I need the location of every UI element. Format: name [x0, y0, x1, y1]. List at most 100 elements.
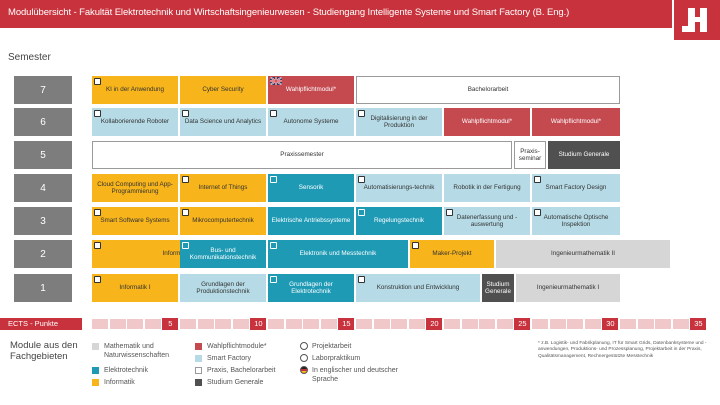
ects-mark: 5 — [162, 318, 179, 330]
semester-5: 5 — [14, 141, 72, 169]
ects-cell — [127, 319, 144, 329]
ects-cell — [144, 319, 161, 329]
project-work-icon — [94, 276, 101, 283]
module-elektrische-antriebssysteme[interactable]: Elektrische Antriebssysteme — [268, 207, 354, 235]
semester-1: 1 — [14, 274, 72, 302]
legend-sprache: In englischer und deutscher Sprache — [312, 367, 398, 384]
ects-cell — [496, 319, 513, 329]
module-praxisseminar[interactable]: Praxis-seminar — [514, 141, 546, 169]
project-work-icon — [412, 242, 419, 249]
ects-cell — [92, 319, 108, 329]
project-work-icon — [182, 176, 189, 183]
legend-swatch-wahlpflicht — [195, 343, 202, 350]
ects-cell — [567, 319, 584, 329]
ects-cell — [268, 319, 284, 329]
ects-cell — [584, 319, 601, 329]
ects-cell — [391, 319, 408, 329]
project-work-icon — [182, 209, 189, 216]
ects-mark: 15 — [338, 318, 355, 330]
legend-elektrotechnik: Elektrotechnik — [104, 367, 148, 374]
module-optische-inspektion[interactable]: Automatische Optische Inspektion — [532, 207, 620, 235]
ects-cell — [180, 319, 196, 329]
ects-cell — [320, 319, 337, 329]
legend-swatch-smart-factory — [195, 355, 202, 362]
module-studium-generale[interactable]: Studium Generale — [482, 274, 514, 302]
project-work-icon — [270, 242, 277, 249]
ects-cell — [285, 319, 302, 329]
legend-swatch-elektrotechnik — [92, 367, 99, 374]
project-work-icon — [182, 110, 189, 117]
module-ki-in-der-anwendung[interactable]: KI in der Anwendung — [92, 76, 178, 104]
semester-6: 6 — [14, 108, 72, 136]
module-smart-software-systems[interactable]: Smart Software Systems — [92, 207, 178, 235]
module-grundlagen-elektrotechnik[interactable]: Grundlagen der Elektrotechnik — [268, 274, 354, 302]
project-work-icon — [94, 110, 101, 117]
german-flag-icon — [300, 366, 308, 374]
module-wahlpflichtmodul[interactable]: Wahlpflichtmodul* — [268, 76, 354, 104]
legend-wahlpflicht: Wahlpflichtmodule* — [207, 343, 267, 350]
module-grundlagen-produktionstechnik[interactable]: Grundlagen der Produktionstechnik — [180, 274, 266, 302]
module-bachelorarbeit[interactable]: Bachelorarbeit — [356, 76, 620, 104]
module-studium-generale[interactable]: Studium Generale — [548, 141, 620, 169]
university-logo-icon — [674, 0, 720, 40]
ects-cell — [532, 319, 548, 329]
project-work-icon — [358, 176, 365, 183]
ects-cell — [461, 319, 478, 329]
uk-flag-icon — [270, 77, 282, 85]
module-robotik[interactable]: Robotik in der Fertigung — [444, 174, 530, 202]
module-elektronik-messtechnik[interactable]: Elektronik und Messtechnik — [268, 240, 408, 268]
module-autonome-systeme[interactable]: Autonome Systeme — [268, 108, 354, 136]
project-work-icon — [534, 176, 541, 183]
module-cloud-computing[interactable]: Cloud Computing und App-Programmierung — [92, 174, 178, 202]
module-ingenieurmathematik-1[interactable]: Ingenieurmathematik I — [516, 274, 620, 302]
module-praxissemester[interactable]: Praxissemester — [92, 141, 512, 169]
ects-cell — [356, 319, 372, 329]
ects-mark: 35 — [690, 318, 707, 330]
legend-title: Module aus den Fachgebieten — [10, 340, 78, 363]
legend-swatch-praxis — [195, 367, 202, 374]
semester-heading: Semester — [8, 52, 51, 63]
project-work-icon — [270, 176, 277, 183]
module-cyber-security[interactable]: Cyber Security — [180, 76, 266, 104]
ects-cell — [479, 319, 496, 329]
project-work-icon — [300, 342, 308, 350]
module-internet-of-things[interactable]: Internet of Things — [180, 174, 266, 202]
module-ingenieurmathematik-2[interactable]: Ingenieurmathematik II — [496, 240, 670, 268]
legend-projektarbeit: Projektarbeit — [312, 343, 352, 350]
ects-mark: 30 — [602, 318, 619, 330]
ects-cell — [408, 319, 425, 329]
project-work-icon — [182, 242, 189, 249]
module-regelungstechnik[interactable]: Regelungstechnik — [356, 207, 442, 235]
semester-4: 4 — [14, 174, 72, 202]
module-kollaborierende-roboter[interactable]: Kollaborierende Roboter — [92, 108, 178, 136]
module-maker-projekt[interactable]: Maker-Projekt — [410, 240, 494, 268]
module-wahlpflichtmodul[interactable]: Wahlpflichtmodul* — [532, 108, 620, 136]
module-informatik-1[interactable]: Informatik I — [92, 274, 178, 302]
project-work-icon — [94, 78, 101, 85]
module-wahlpflichtmodul[interactable]: Wahlpflichtmodul* — [444, 108, 530, 136]
header-bar: Modulübersicht - Fakultät Elektrotechnik… — [0, 0, 672, 28]
project-work-icon — [358, 209, 365, 216]
ects-cell — [655, 319, 672, 329]
project-work-icon — [446, 209, 453, 216]
module-bus-kommunikationstechnik[interactable]: Bus- und Kommunikationstechnik — [180, 240, 266, 268]
module-data-science[interactable]: Data Science und Analytics — [180, 108, 266, 136]
module-automatisierungstechnik[interactable]: Automatisierungs-technik — [356, 174, 442, 202]
module-mikrocomputertechnik[interactable]: Mikrocomputertechnik — [180, 207, 266, 235]
legend-praxis: Praxis, Bachelorarbeit — [207, 367, 276, 374]
legend-informatik: Informatik — [104, 379, 135, 386]
legend-swatch-mathematik — [92, 343, 99, 350]
module-smart-factory-design[interactable]: Smart Factory Design — [532, 174, 620, 202]
module-sensorik[interactable]: Sensorik — [268, 174, 354, 202]
project-work-icon — [358, 110, 365, 117]
module-konstruktion-entwicklung[interactable]: Konstruktion und Entwicklung — [356, 274, 480, 302]
module-digitalisierung[interactable]: Digitalisierung in der Produktion — [356, 108, 442, 136]
ects-cell — [549, 319, 566, 329]
project-work-icon — [534, 209, 541, 216]
ects-cell — [444, 319, 460, 329]
project-work-icon — [94, 209, 101, 216]
semester-3: 3 — [14, 207, 72, 235]
module-datenerfassung[interactable]: Datenerfassung und -auswertung — [444, 207, 530, 235]
legend-smart-factory: Smart Factory — [207, 355, 251, 362]
ects-mark: 25 — [514, 318, 531, 330]
